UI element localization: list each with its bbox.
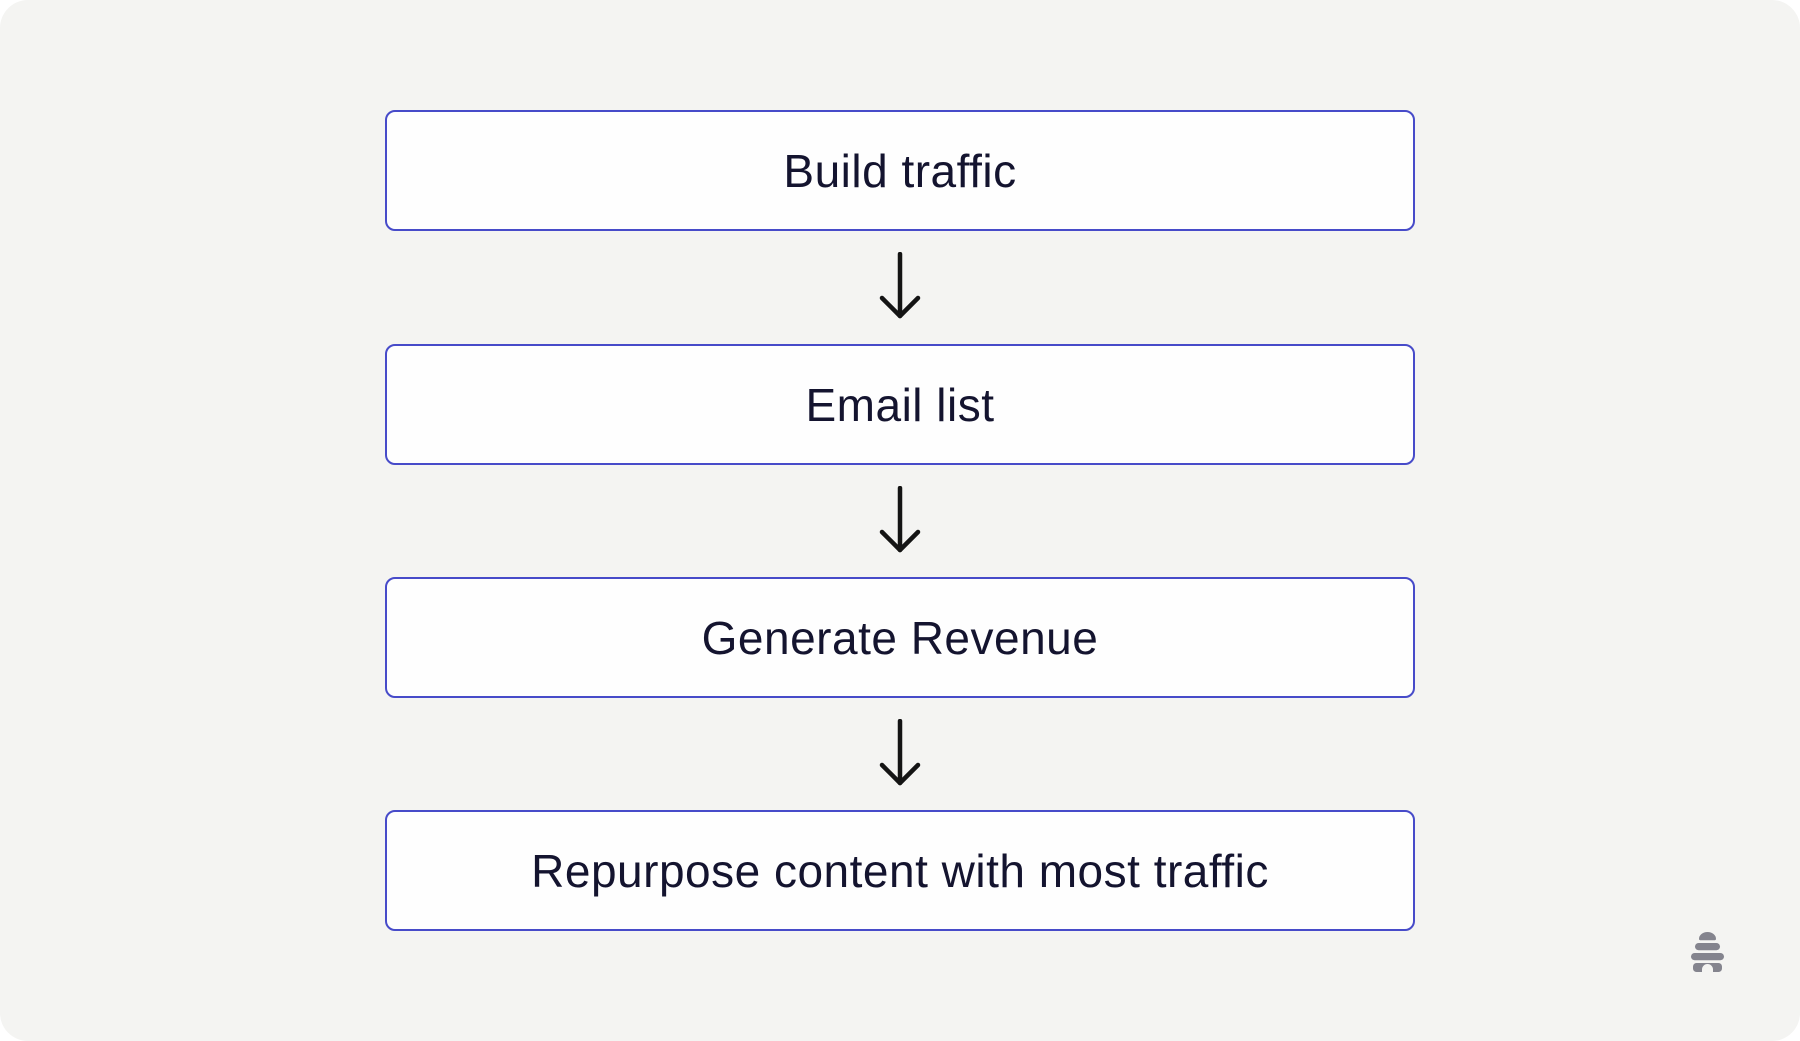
- whimsical-beehive-icon: [1689, 932, 1726, 972]
- flow-node-label: Build traffic: [783, 144, 1017, 197]
- flow-node-build-traffic[interactable]: Build traffic: [385, 110, 1415, 231]
- down-arrow-connector: [870, 252, 930, 322]
- flow-node-email-list[interactable]: Email list: [385, 344, 1415, 465]
- flow-node-generate-revenue[interactable]: Generate Revenue: [385, 577, 1415, 698]
- flow-node-label: Email list: [805, 378, 995, 431]
- flow-node-label: Repurpose content with most traffic: [531, 844, 1269, 897]
- flow-node-label: Generate Revenue: [701, 611, 1099, 664]
- down-arrow-connector: [870, 486, 930, 556]
- down-arrow-connector: [870, 719, 930, 789]
- flow-node-repurpose-content[interactable]: Repurpose content with most traffic: [385, 810, 1415, 931]
